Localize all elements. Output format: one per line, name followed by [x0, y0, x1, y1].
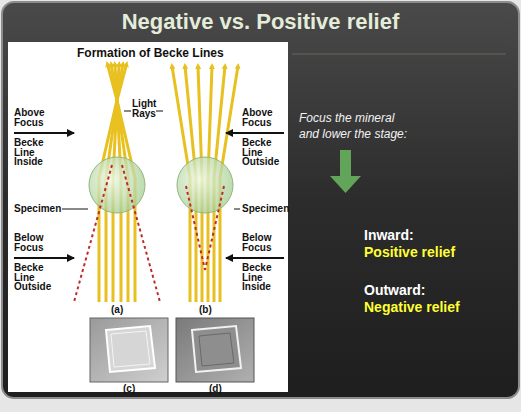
- figure-panel: [8, 42, 288, 392]
- panel-letter: (c): [123, 384, 135, 394]
- specimen-label: Specimen: [242, 204, 289, 214]
- focus-label: Above Focus: [14, 108, 58, 127]
- becke-label: Becke Line Inside: [14, 138, 58, 167]
- crystal-c: [106, 326, 155, 372]
- focus-label: Below Focus: [242, 233, 286, 252]
- crystal-d-inner: [199, 333, 234, 366]
- slide-title: Negative vs. Positive relief: [0, 9, 521, 35]
- specimen-label: Specimen: [14, 204, 61, 214]
- becke-label: Becke Line Outside: [242, 138, 286, 167]
- light-rays-b: [172, 66, 238, 302]
- direction-label: Inward:: [364, 227, 414, 243]
- photo-c: [90, 318, 168, 382]
- leader-lines: [62, 111, 240, 209]
- focus-label: Below Focus: [14, 233, 58, 252]
- down-arrow-shaft: [340, 150, 351, 176]
- crystal-c-inner: [111, 331, 150, 367]
- panel-letter: (d): [209, 384, 222, 394]
- becke-label: Becke Line Outside: [14, 263, 58, 292]
- rays-label: Light Rays: [132, 99, 162, 118]
- title-rule: [292, 54, 506, 55]
- instruction-text: Focus the mineral and lower the stage:: [299, 110, 415, 142]
- virtual-rays-a: [74, 165, 160, 302]
- relief-label: Negative relief: [364, 299, 460, 315]
- relief-label: Positive relief: [364, 244, 455, 260]
- down-arrow-head: [330, 176, 361, 193]
- becke-label: Becke Line Inside: [242, 263, 286, 292]
- figure-title: Formation of Becke Lines: [77, 46, 224, 60]
- virtual-rays-b: [186, 186, 224, 270]
- focus-label: Above Focus: [242, 108, 286, 127]
- photo-d: [176, 318, 254, 382]
- crystal-d: [192, 326, 241, 372]
- slide-ground: [2, 2, 519, 398]
- specimen-sphere: [89, 157, 145, 213]
- direction-label: Outward:: [364, 282, 425, 298]
- specimen-sphere: [177, 157, 233, 213]
- panel-letter: (b): [199, 305, 212, 315]
- panel-letter: (a): [111, 305, 123, 315]
